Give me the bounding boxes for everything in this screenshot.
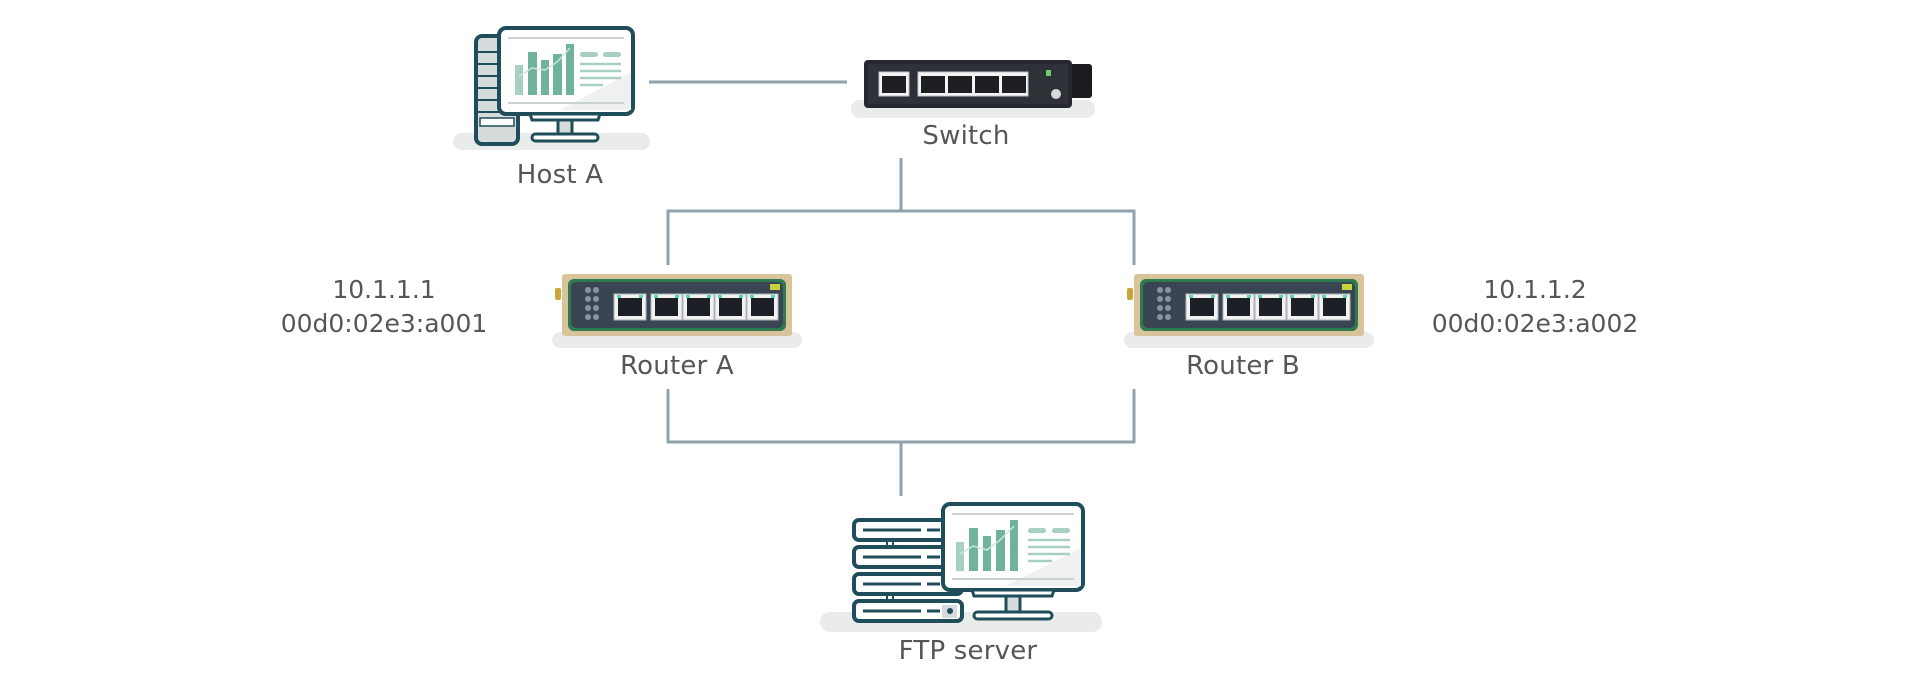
router-b-label: Router B [1186, 351, 1300, 381]
router-b-mac: 00d0:02e3:a002 [1431, 309, 1639, 338]
ftp-server-label: FTP server [898, 636, 1038, 666]
router-a-label: Router A [620, 351, 734, 381]
switch-label: Switch [922, 121, 1010, 151]
connectors [649, 80, 1136, 496]
bar-chart-icon [956, 520, 1018, 571]
switch-icon [851, 60, 1095, 118]
host-a-label: Host A [516, 160, 604, 190]
antenna-icon [555, 288, 561, 300]
router-b-address: 10.1.1.2 00d0:02e3:a002 [1405, 273, 1665, 341]
router-a-mac: 00d0:02e3:a001 [280, 309, 488, 338]
ftp-server-icon [820, 502, 1102, 632]
router-b-ip: 10.1.1.2 [1483, 275, 1587, 304]
edge-switch-routers [666, 209, 1136, 265]
antenna-icon [1127, 288, 1133, 300]
router-a-address: 10.1.1.1 00d0:02e3:a001 [254, 273, 514, 341]
router-b-icon [1124, 274, 1374, 348]
bar-chart-icon [515, 44, 574, 95]
router-a-ip: 10.1.1.1 [332, 275, 436, 304]
edge-routers-ftp [666, 389, 1136, 444]
router-a-icon [552, 274, 802, 348]
host-a-icon [453, 26, 650, 150]
